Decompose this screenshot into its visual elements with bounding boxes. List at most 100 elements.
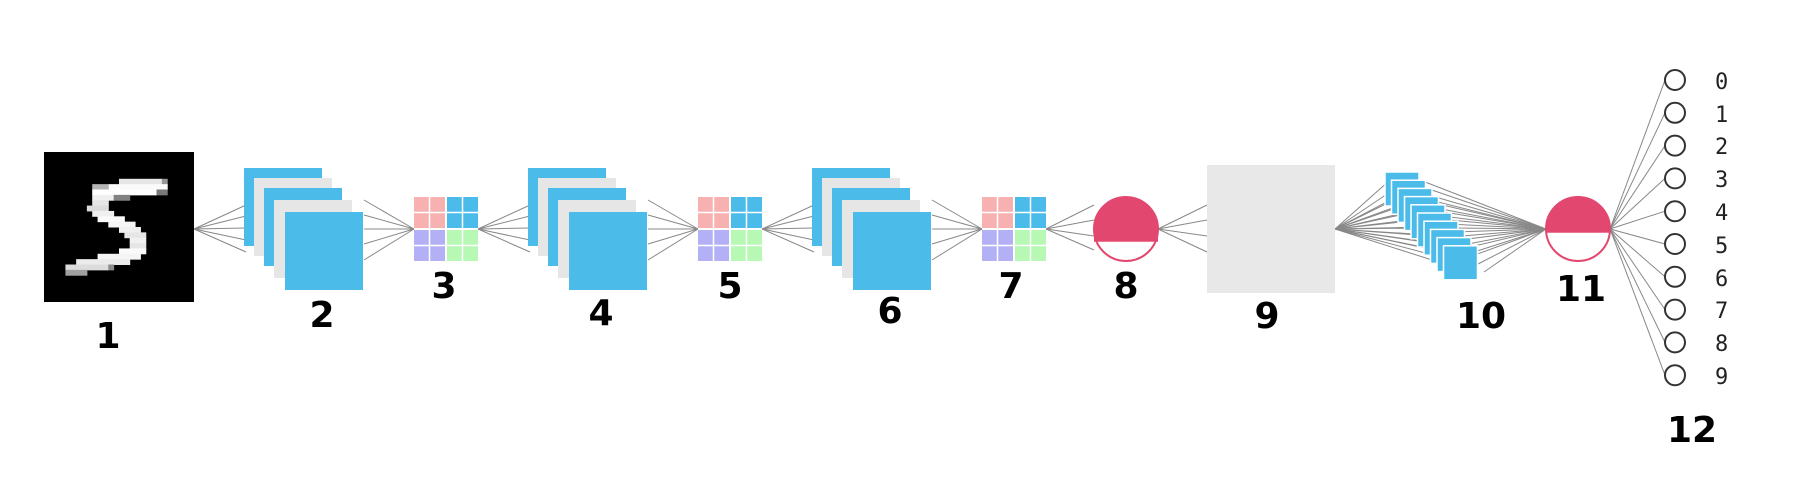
connection-line: [1437, 203, 1547, 230]
output-digit-3: 3: [1715, 168, 1728, 193]
connection-line: [1425, 187, 1547, 230]
connection-line: [931, 214, 983, 230]
digit-pixel: [124, 232, 147, 239]
layer-label-10: 10: [1456, 296, 1506, 337]
connection-line: [1455, 227, 1547, 230]
output-layer-12: [1664, 69, 1686, 387]
connection-line: [761, 228, 815, 241]
output-digit-8: 8: [1715, 332, 1728, 357]
connection-line: [1453, 228, 1547, 233]
connection-line: [1609, 228, 1666, 245]
layer-label-3: 3: [431, 266, 456, 307]
output-neuron-icon: [1664, 101, 1686, 124]
connection-line: [1471, 228, 1547, 257]
digit-pixel: [97, 253, 141, 260]
layer-label-4: 4: [588, 293, 613, 334]
connection-line: [1609, 112, 1666, 230]
output-neuron-icon: [1664, 69, 1686, 91]
connection-line: [477, 227, 531, 230]
output-neuron-icon: [1664, 167, 1686, 190]
connection-line: [1441, 215, 1547, 230]
pool-layer-3: [414, 197, 478, 261]
conv-layer-4: [528, 168, 647, 290]
connection-line: [931, 228, 983, 261]
connection-line: [363, 199, 415, 230]
pool-layer-5: [698, 197, 762, 261]
connection-line: [1443, 211, 1547, 230]
connection-line: [761, 227, 815, 230]
connection-line: [1157, 204, 1208, 230]
digit-pixel: [76, 259, 131, 265]
output-neuron-icon: [1664, 331, 1686, 354]
output-digit-7: 7: [1715, 299, 1728, 324]
output-neuron-icon: [1664, 265, 1686, 288]
small-feature-map: [1442, 245, 1479, 281]
layer-label-5: 5: [717, 266, 742, 307]
connection-line: [193, 228, 247, 241]
digit-pixel: [65, 269, 88, 276]
connection-line: [1334, 179, 1391, 230]
connection-line: [193, 227, 247, 230]
connection-line: [761, 215, 815, 230]
connection-line: [1609, 228, 1666, 343]
connection-line: [931, 199, 983, 230]
connection-line: [193, 215, 247, 230]
digit-pixel: [113, 194, 131, 201]
connection-line: [1157, 219, 1208, 230]
layer-label-8: 8: [1113, 266, 1138, 307]
layer-label-12: 12: [1667, 410, 1717, 451]
digit-pixel: [92, 200, 109, 207]
digit-pixel: [92, 189, 157, 196]
connection-line: [1477, 228, 1547, 265]
output-neuron-icon: [1664, 134, 1686, 157]
conv-layer-2: [244, 168, 363, 290]
conv-layer-10: [1384, 171, 1479, 281]
digit-pixel: [119, 248, 147, 255]
connection-line: [1609, 178, 1666, 230]
output-digit-labels: 0 1 2 3 4 5 6 7 8 9: [1715, 70, 1728, 390]
digit-pixel: [92, 194, 115, 201]
output-digit-0: 0: [1715, 70, 1728, 95]
output-digit-5: 5: [1715, 234, 1728, 259]
digit-pixel: [97, 216, 125, 223]
connection-line: [477, 215, 531, 230]
connection-line: [1045, 219, 1095, 230]
connection-line: [193, 228, 247, 253]
connection-lines: [193, 79, 1666, 376]
digit-pixel: [129, 237, 147, 244]
connection-line: [1609, 228, 1666, 310]
digit-pixel: [156, 189, 168, 196]
connection-line: [363, 228, 415, 261]
layer-label-6: 6: [877, 291, 902, 332]
neuron-layer-11: [1545, 196, 1611, 262]
connection-line: [1419, 179, 1547, 230]
digit-pixel: [108, 264, 115, 271]
connection-line: [1609, 79, 1666, 230]
connection-line: [931, 228, 983, 245]
pool-layer-7: [982, 197, 1046, 261]
conv-layer-6: [812, 168, 931, 290]
connection-line: [477, 228, 531, 253]
digit-pixel: [129, 243, 147, 249]
layer-labels: 1 2 3 4 5 6 7 8 9 10 11 12: [95, 266, 1717, 451]
digit-pixel: [108, 221, 136, 228]
connection-line: [1447, 223, 1547, 230]
connection-line: [1465, 228, 1547, 249]
output-digit-4: 4: [1715, 201, 1728, 226]
digit-pixel: [119, 178, 163, 185]
output-neuron-icon: [1664, 200, 1686, 223]
connection-line: [1483, 228, 1547, 273]
connection-line: [1045, 204, 1095, 230]
output-digit-6: 6: [1715, 267, 1728, 292]
connection-line: [363, 228, 415, 245]
digit-pixel: [92, 210, 115, 217]
output-digit-2: 2: [1715, 135, 1728, 160]
connection-line: [1461, 228, 1547, 237]
connection-line: [1449, 219, 1547, 230]
dense-layer-9: [1207, 165, 1335, 293]
layer-label-7: 7: [998, 266, 1023, 307]
connection-line: [1609, 228, 1666, 278]
digit-pixel: [119, 227, 141, 233]
output-digit-1: 1: [1715, 103, 1728, 128]
